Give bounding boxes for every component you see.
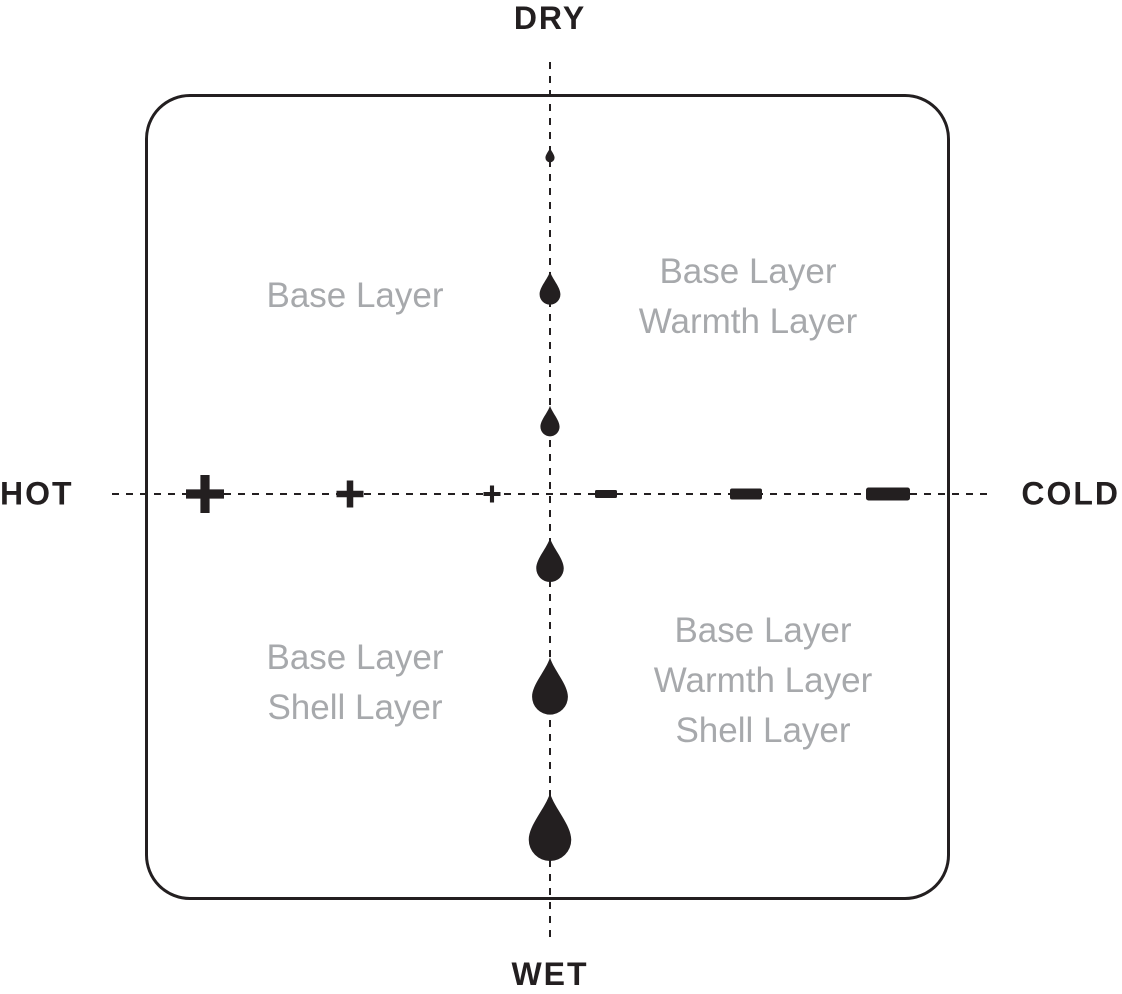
- droplet-xl-icon: [525, 790, 576, 864]
- plus-small-icon: [483, 485, 501, 503]
- plus-large-icon: [186, 475, 224, 513]
- moisture-axis-line: [549, 62, 551, 938]
- droplet-lg-icon: [529, 655, 572, 717]
- quadrant-line: Warmth Layer: [638, 302, 858, 341]
- axis-label-wet: WET: [511, 956, 589, 992]
- quadrant-line: Base Layer: [674, 611, 852, 650]
- quadrant-label-bottom-left: Base Layer Shell Layer: [266, 633, 443, 733]
- quadrant-label-bottom-right: Base Layer Warmth Layer Shell Layer: [654, 606, 872, 756]
- quadrant-line: Shell Layer: [267, 688, 443, 727]
- droplet-sm-icon: [538, 270, 563, 306]
- quadrant-line: Base Layer: [659, 252, 837, 291]
- quadrant-line: Shell Layer: [675, 711, 851, 750]
- quadrant-label-top-left: Base Layer: [266, 271, 443, 321]
- minus-small-icon: [595, 490, 617, 498]
- plus-medium-icon: [336, 480, 364, 508]
- quadrant-line: Base Layer: [266, 638, 444, 677]
- temperature-axis-line: [112, 493, 990, 495]
- quadrant-label-top-right: Base Layer Warmth Layer: [639, 247, 857, 347]
- minus-medium-icon: [730, 488, 762, 500]
- droplet-sm2-icon: [539, 405, 562, 438]
- axis-label-cold: COLD: [1021, 475, 1120, 512]
- droplet-md-icon: [534, 536, 567, 584]
- minus-large-icon: [866, 487, 910, 501]
- quadrant-line: Base Layer: [266, 276, 444, 315]
- droplet-xs-icon: [545, 147, 556, 163]
- quadrant-line: Warmth Layer: [653, 661, 873, 700]
- axis-label-hot: HOT: [0, 475, 74, 512]
- diagram-frame: [145, 94, 950, 900]
- axis-label-dry: DRY: [513, 0, 587, 36]
